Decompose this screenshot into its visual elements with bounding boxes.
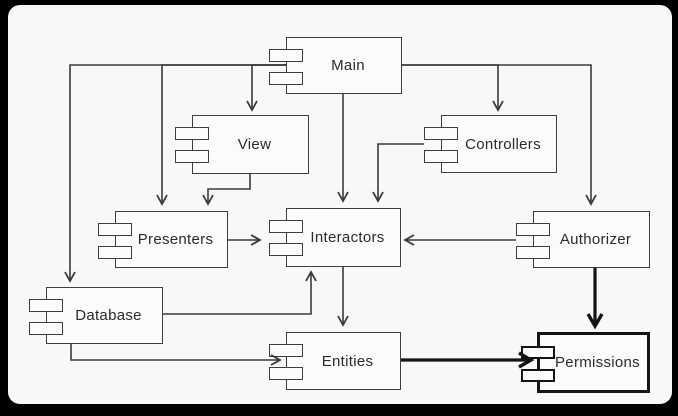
component-port-icon (175, 150, 209, 163)
component-permissions: Permissions (521, 332, 650, 393)
component-label-database: Database (75, 307, 142, 324)
component-port-icon (269, 72, 303, 85)
component-port-icon (516, 246, 550, 259)
component-label-permissions: Permissions (555, 354, 640, 371)
component-port-icon (424, 127, 458, 140)
component-port-icon (424, 150, 458, 163)
component-presenters: Presenters (98, 211, 228, 268)
component-label-authorizer: Authorizer (559, 231, 632, 248)
component-label-controllers: Controllers (465, 135, 541, 153)
diagram-canvas: Main View Controllers Presenters Interac… (8, 5, 672, 404)
component-label-view: View (237, 136, 272, 153)
component-port-icon (269, 367, 303, 380)
component-authorizer: Authorizer (516, 211, 650, 268)
component-port-icon (521, 369, 555, 382)
component-view: View (175, 115, 309, 174)
component-port-icon (269, 243, 303, 256)
component-label-presenters: Presenters (137, 231, 214, 248)
component-port-icon (98, 246, 132, 259)
component-port-icon (175, 127, 209, 140)
component-port-icon (29, 322, 63, 335)
component-label-entities: Entities (321, 352, 374, 370)
component-database: Database (29, 287, 163, 344)
component-label-interactors: Interactors (310, 229, 385, 246)
component-port-icon (269, 49, 303, 62)
component-main: Main (269, 37, 402, 94)
component-port-icon (269, 220, 303, 233)
component-label-main: Main (331, 57, 365, 74)
component-port-icon (98, 223, 132, 236)
component-port-icon (29, 299, 63, 312)
component-port-icon (521, 346, 555, 359)
component-entities: Entities (269, 332, 401, 390)
component-controllers: Controllers (424, 115, 557, 173)
component-port-icon (269, 344, 303, 357)
component-port-icon (516, 223, 550, 236)
component-interactors: Interactors (269, 208, 401, 267)
